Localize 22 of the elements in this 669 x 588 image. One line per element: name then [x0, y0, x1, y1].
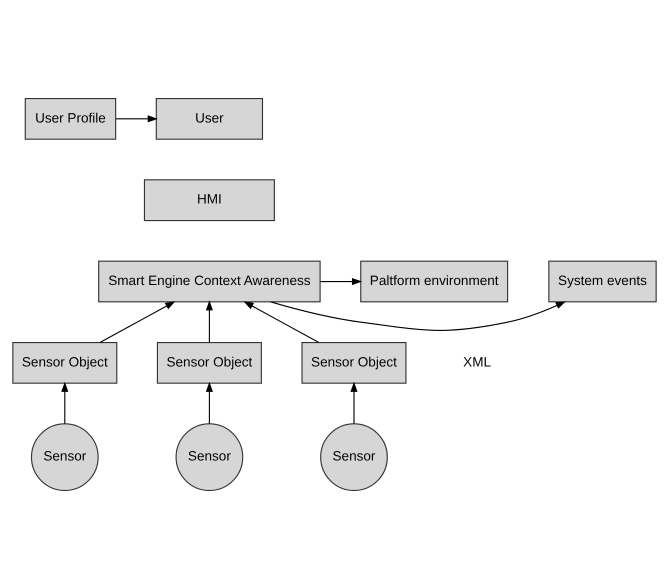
node-box: Sensor Object [301, 341, 406, 384]
node-box: User Profile [24, 97, 116, 140]
node-circle: Sensor [320, 422, 388, 491]
node-box: Sensor Object [12, 341, 118, 384]
node-box: Sensor Object [156, 341, 262, 384]
node-box: Paltform environment [360, 260, 508, 302]
arrow [61, 381, 68, 424]
arrow [243, 300, 319, 342]
node-box: HMI [144, 178, 275, 221]
node-box: System events [548, 260, 657, 302]
node-circle: Sensor [176, 422, 244, 491]
node-circle: Sensor [30, 422, 99, 491]
label: XML [463, 354, 492, 369]
node-box: Smart Engine Context Awareness [98, 260, 321, 302]
arrow [206, 300, 213, 342]
arrow [350, 381, 358, 424]
arrow [116, 114, 158, 122]
node-box: User [156, 97, 264, 140]
arrow [100, 300, 176, 342]
arrow [320, 277, 362, 285]
arrow [270, 300, 566, 330]
arrow [206, 381, 213, 424]
